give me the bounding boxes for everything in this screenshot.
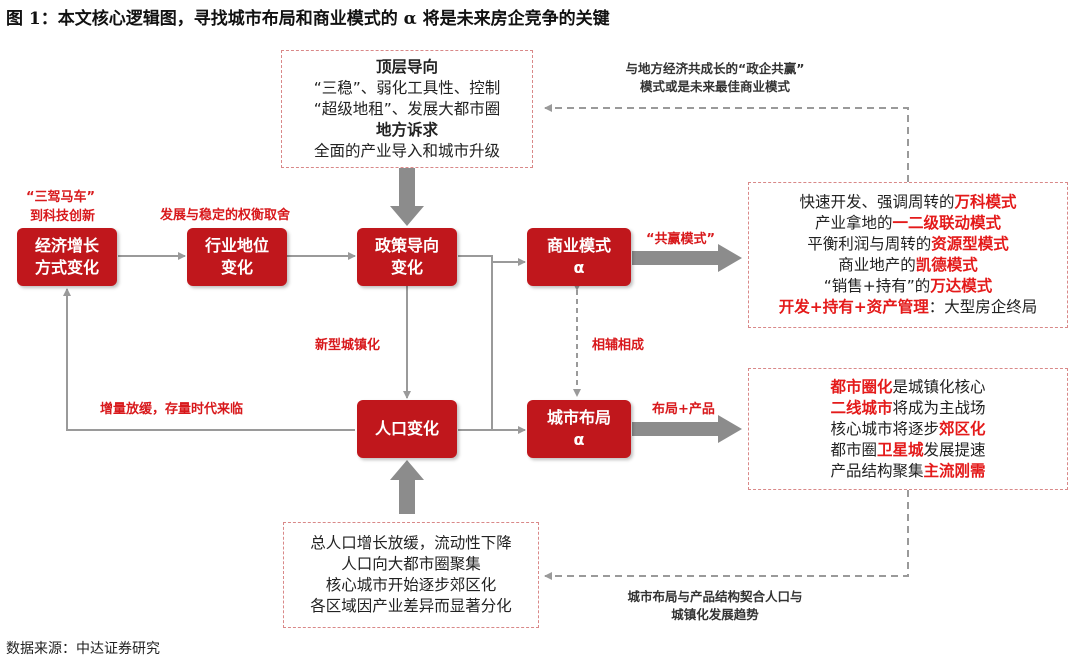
city-layout-line: 都市圈卫星城发展提速 <box>830 440 985 461</box>
highlight: 主流刚需 <box>923 461 986 480</box>
text: ：大型房企终局 <box>928 298 1038 316</box>
text: 是城镇化核心 <box>892 377 986 396</box>
node-label: α <box>573 258 585 277</box>
label-city-layout-trend: 城市布局与产品结构契合人口与 城镇化发展趋势 <box>590 588 840 624</box>
figure-title: 图 1：本文核心逻辑图，寻找城市布局和商业模式的 α 将是未来房企竞争的关键 <box>6 9 610 29</box>
highlight: 一二级联动模式 <box>892 214 1002 232</box>
node-label: 人口变化 <box>374 419 439 438</box>
node-label: α <box>573 430 585 449</box>
text: 商业地产的 <box>838 256 916 274</box>
highlight: 凯德模式 <box>915 256 978 274</box>
text: 都市圈 <box>830 440 877 459</box>
business-model-line: 商业地产的凯德模式 <box>838 255 978 276</box>
arrow-population-to-economy <box>63 288 355 431</box>
text: “销售+持有”的 <box>823 277 931 295</box>
highlight: 开发+持有+资产管理 <box>778 298 929 316</box>
node-label: 城市布局 <box>546 408 611 427</box>
local-demand-heading: 地方诉求 <box>375 120 438 139</box>
node-industry-status: 行业地位 变化 <box>187 228 287 286</box>
block-arrow-city-right <box>632 415 742 443</box>
dashed-loop-city-to-bottom <box>544 490 909 580</box>
highlight: 卫星城 <box>876 440 924 459</box>
population-trend-box: 总人口增长放缓，流动性下降 人口向大都市圈聚集 核心城市开始逐步郊区化 各区域因… <box>283 522 539 628</box>
city-layout-line: 产品结构聚集主流刚需 <box>830 461 985 482</box>
label-tradeoff: 发展与稳定的权衡取舍 <box>160 208 291 223</box>
label-line: 城镇化发展趋势 <box>671 607 759 622</box>
label-line: 与地方经济共成长的“政企共赢” <box>625 61 805 76</box>
text: 核心城市将逐步 <box>830 419 939 438</box>
data-source: 数据来源：中达证券研究 <box>6 641 160 657</box>
population-trend-line: 总人口增长放缓，流动性下降 <box>310 534 512 552</box>
label-incremental-slowdown: 增量放缓，存量时代来临 <box>100 402 244 417</box>
node-economy-growth: 经济增长 方式变化 <box>17 228 117 286</box>
node-label: 经济增长 <box>34 236 99 255</box>
highlight: 万达模式 <box>930 277 993 295</box>
business-model-line: 平衡利润与周转的资源型模式 <box>807 234 1009 255</box>
top-guidance-heading: 顶层导向 <box>375 57 438 76</box>
node-city-layout: 城市布局 α <box>527 400 631 458</box>
text: 将成为主战场 <box>892 398 986 417</box>
highlight: 二线城市 <box>830 398 893 417</box>
label-layout-product: 布局+产品 <box>652 402 715 417</box>
city-layout-line: 核心城市将逐步郊区化 <box>830 419 985 440</box>
text: 产品结构聚集 <box>830 461 924 480</box>
population-trend-line: 各区域因产业差异而显著分化 <box>310 597 512 615</box>
node-policy-guidance: 政策导向 变化 <box>357 228 457 286</box>
block-arrow-business-right <box>632 244 742 272</box>
node-population-change: 人口变化 <box>357 400 457 458</box>
label-line: 城市布局与产品结构契合人口与 <box>627 589 803 604</box>
label-line: 模式或是未来最佳商业模式 <box>639 79 790 94</box>
business-models-box: 快速开发、强调周转的万科模式 产业拿地的一二级联动模式 平衡利润与周转的资源型模… <box>748 182 1068 328</box>
business-model-line: 产业拿地的一二级联动模式 <box>815 213 1001 234</box>
highlight: 都市圈化 <box>830 377 893 396</box>
business-model-line: 开发+持有+资产管理：大型房企终局 <box>779 297 1038 318</box>
population-trend-line: 人口向大都市圈聚集 <box>341 555 481 573</box>
top-guidance-box: 顶层导向 “三稳”、弱化工具性、控制 “超级地租”、发展大都市圈 地方诉求 全面… <box>281 50 533 168</box>
text: 平衡利润与周转的 <box>807 235 932 253</box>
population-trend-line: 核心城市开始逐步郊区化 <box>325 576 497 594</box>
city-layout-line: 都市圈化是城镇化核心 <box>830 377 985 398</box>
node-label: 变化 <box>390 258 423 277</box>
local-demand-line: 全面的产业导入和城市升级 <box>313 141 500 160</box>
dashed-loop-business-to-top <box>544 104 909 182</box>
label-troika: “三驾马车” <box>26 190 96 205</box>
highlight: 郊区化 <box>939 419 986 438</box>
block-arrow-top-down <box>390 168 424 226</box>
node-label: 行业地位 <box>204 236 269 255</box>
city-layout-box: 都市圈化是城镇化核心 二线城市将成为主战场 核心城市将逐步郊区化 都市圈卫星城发… <box>748 368 1068 490</box>
business-model-line: 快速开发、强调周转的万科模式 <box>799 192 1016 213</box>
business-model-line: “销售+持有”的万达模式 <box>824 276 993 297</box>
text: 发展提速 <box>923 440 986 459</box>
city-layout-line: 二线城市将成为主战场 <box>830 398 985 419</box>
node-label: 商业模式 <box>546 236 611 255</box>
label-tech-innovation: 到科技创新 <box>30 209 96 224</box>
label-win-win-mode: “共赢模式” <box>646 232 716 247</box>
node-label: 方式变化 <box>34 258 99 277</box>
node-label: 变化 <box>220 258 253 277</box>
top-guidance-line: “三稳”、弱化工具性、控制 <box>313 78 501 97</box>
block-arrow-bottom-up <box>390 460 424 514</box>
label-new-urbanization: 新型城镇化 <box>315 338 381 353</box>
text: 快速开发、强调周转的 <box>799 193 955 211</box>
highlight: 资源型模式 <box>931 235 1009 253</box>
label-complement: 相辅相成 <box>592 338 645 353</box>
node-business-model: 商业模式 α <box>527 228 631 286</box>
text: 产业拿地的 <box>814 214 893 232</box>
highlight: 万科模式 <box>954 193 1017 211</box>
top-guidance-line: “超级地租”、发展大都市圈 <box>313 99 501 118</box>
node-label: 政策导向 <box>374 236 439 255</box>
label-govt-enterprise-win: 与地方经济共成长的“政企共赢” 模式或是未来最佳商业模式 <box>580 60 850 96</box>
